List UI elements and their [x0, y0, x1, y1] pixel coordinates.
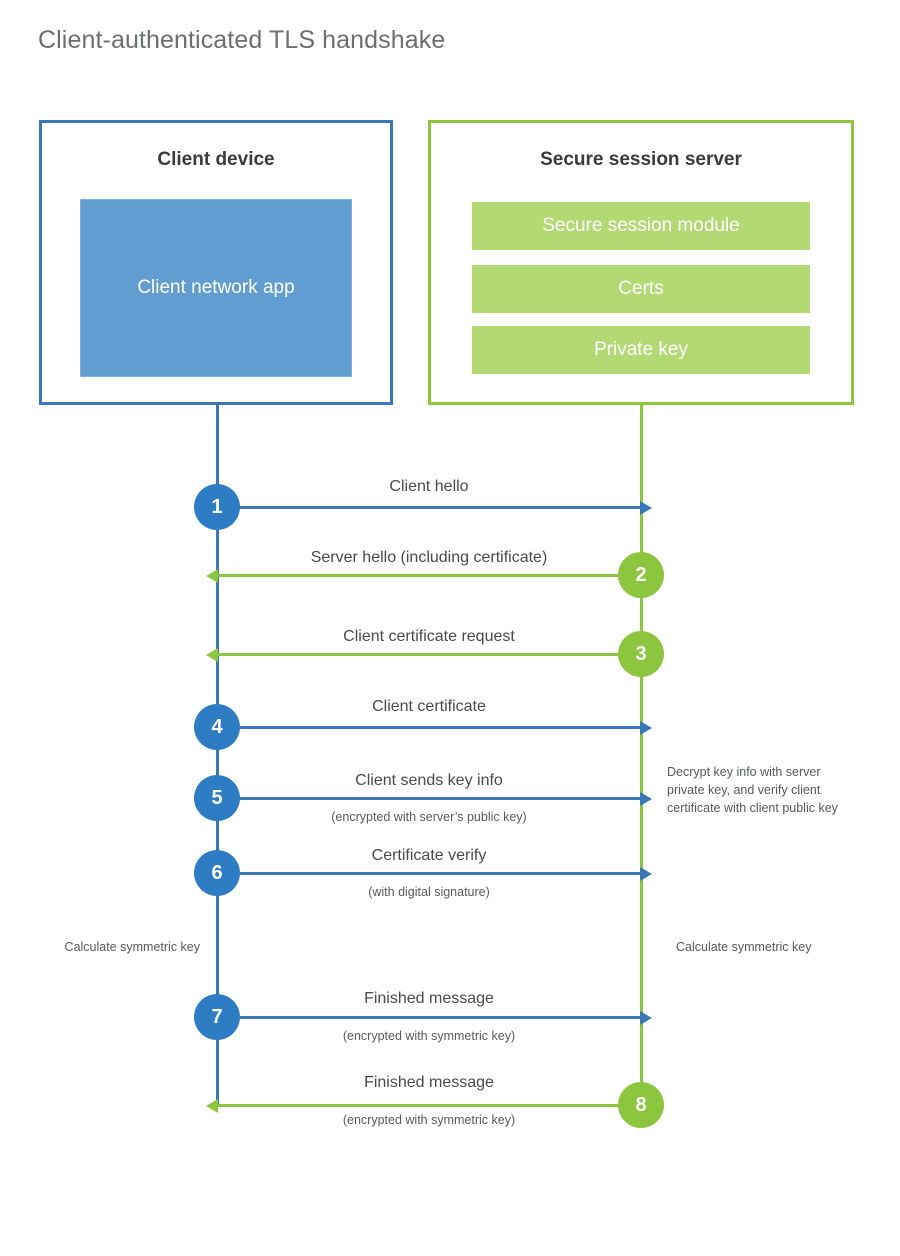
server-component-secure-session-module: Secure session module [472, 202, 810, 250]
client-calculate-symmetric-key-annotation: Calculate symmetric key [64, 940, 200, 954]
server-decrypt-annotation: Decrypt key info with server private key… [667, 765, 838, 816]
server-calculate-symmetric-key-annotation: Calculate symmetric key [676, 940, 812, 954]
step-8-sublabel: (encrypted with symmetric key) [342, 1113, 516, 1127]
secure-session-server-title: Secure session server [540, 149, 742, 170]
step-6-label: Certificate verify [371, 847, 487, 864]
step-8-arrow [206, 1098, 641, 1113]
step-5-circle[interactable]: 5 [194, 775, 240, 821]
step-1-label: Client hello [389, 478, 469, 495]
step-4-arrow [217, 720, 652, 735]
client-device-title: Client device [157, 149, 275, 170]
step-2-circle[interactable]: 2 [618, 552, 664, 598]
step-3-label: Client certificate request [343, 628, 515, 645]
arrowhead-left-icon [206, 1098, 218, 1113]
server-lifeline [640, 405, 643, 1105]
arrowhead-right-icon [640, 500, 652, 515]
step-8-label: Finished message [364, 1074, 494, 1091]
step-7-label: Finished message [364, 990, 494, 1007]
secure-session-server-box: Secure session server Secure session mod… [428, 120, 854, 405]
step-3-arrow [206, 647, 641, 662]
step-2-label: Server hello (including certificate) [310, 549, 548, 566]
step-2-arrow [206, 568, 641, 583]
step-6-sublabel: (with digital signature) [368, 885, 490, 899]
arrowhead-right-icon [640, 1010, 652, 1025]
step-8-circle[interactable]: 8 [618, 1082, 664, 1128]
page-title: Client-authenticated TLS handshake [38, 26, 446, 54]
client-device-box: Client device Client network app [39, 120, 393, 405]
step-4-circle[interactable]: 4 [194, 704, 240, 750]
step-1-circle[interactable]: 1 [194, 484, 240, 530]
step-5-arrow [217, 791, 652, 806]
step-7-circle[interactable]: 7 [194, 994, 240, 1040]
arrowhead-right-icon [640, 791, 652, 806]
client-lifeline [216, 405, 219, 1105]
step-1-arrow [217, 500, 652, 515]
arrowhead-left-icon [206, 647, 218, 662]
step-5-sublabel: (encrypted with server’s public key) [331, 810, 527, 824]
step-3-circle[interactable]: 3 [618, 631, 664, 677]
step-6-circle[interactable]: 6 [194, 850, 240, 896]
client-network-app-block: Client network app [80, 199, 352, 377]
step-6-arrow [217, 866, 652, 881]
step-7-arrow [217, 1010, 652, 1025]
arrowhead-right-icon [640, 720, 652, 735]
server-component-private-key: Private key [472, 326, 810, 374]
arrowhead-left-icon [206, 568, 218, 583]
arrowhead-right-icon [640, 866, 652, 881]
server-component-certs: Certs [472, 265, 810, 313]
step-7-sublabel: (encrypted with symmetric key) [342, 1029, 516, 1043]
step-4-label: Client certificate [372, 698, 486, 715]
step-5-label: Client sends key info [355, 772, 503, 789]
